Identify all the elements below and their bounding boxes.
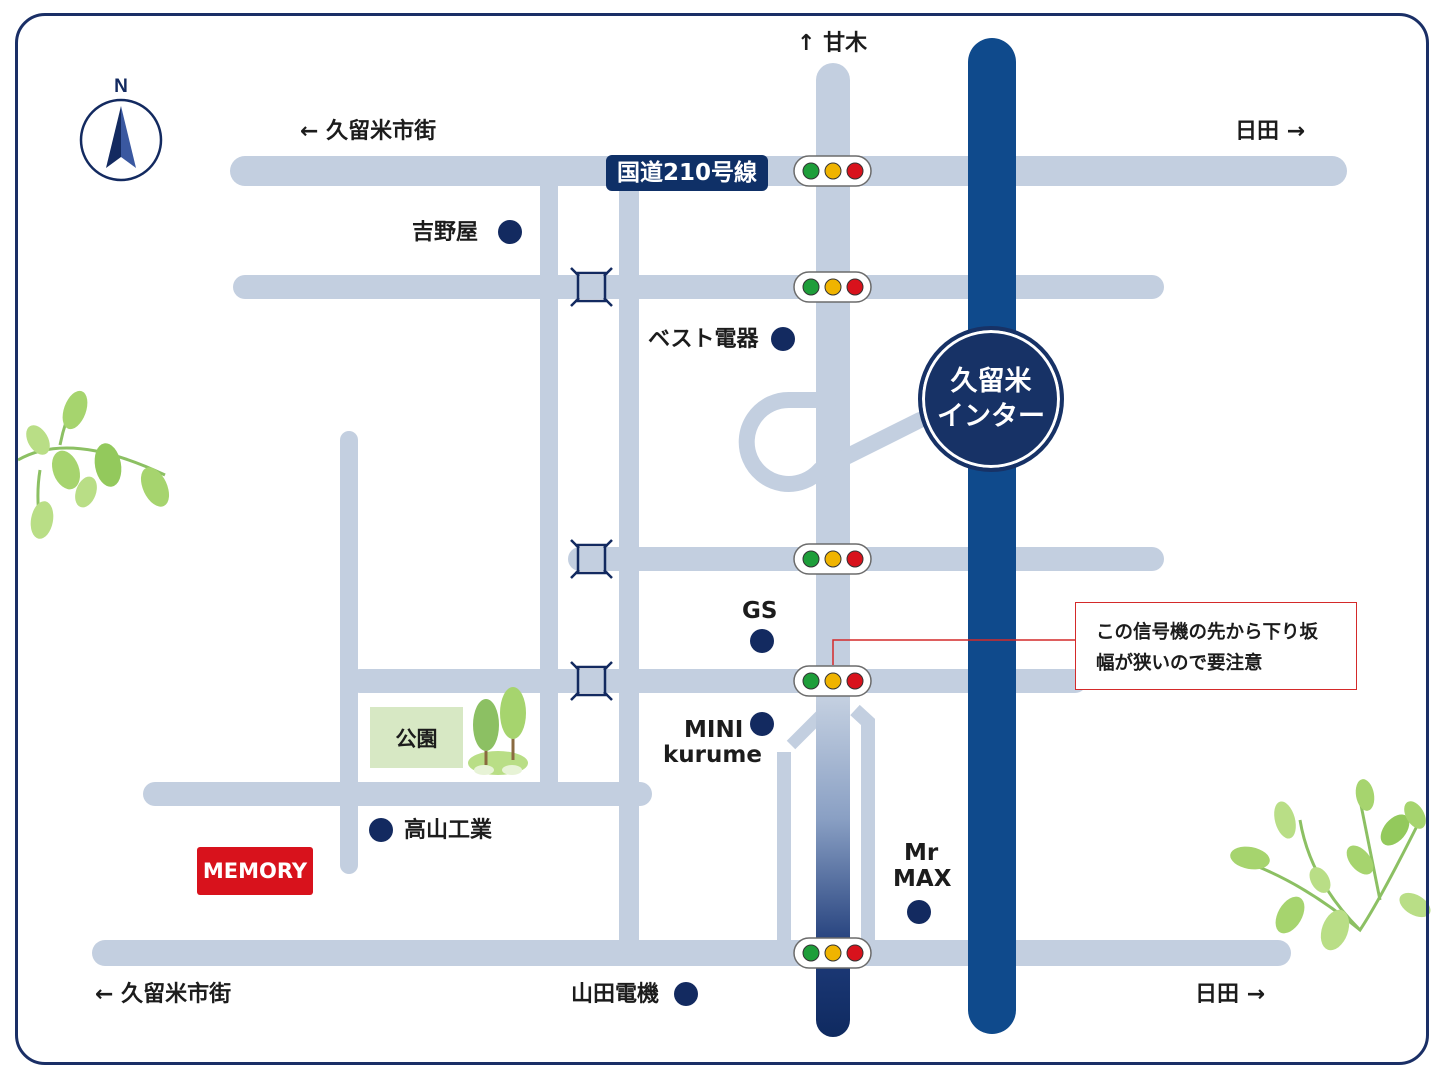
landmark-takayama: 高山工業	[404, 818, 493, 843]
traffic-light-icon	[793, 271, 872, 303]
landmark-yoshinoya: 吉野屋	[412, 220, 479, 245]
landmark-mr-max-2: MAX	[893, 866, 952, 892]
traffic-lights	[793, 155, 872, 969]
landmark-dots	[369, 220, 931, 1006]
slope-road	[777, 700, 875, 1037]
landmark-dot-icon	[907, 900, 931, 924]
landmark-mr-max-1: Mr	[904, 840, 939, 866]
landmark-dot-icon	[498, 220, 522, 244]
callout-line1: この信号機の先から下り坂	[1096, 622, 1319, 643]
landmark-dot-icon	[771, 327, 795, 351]
traffic-light-icon	[793, 155, 872, 187]
railroad-crossing-icon	[570, 539, 613, 579]
traffic-light-icon	[793, 665, 872, 697]
railroad-crossing-icon	[570, 661, 613, 701]
direction-north: ↑ 甘木	[797, 31, 868, 56]
direction-east-bottom: 日田 →	[1195, 982, 1266, 1007]
landmark-dot-icon	[750, 629, 774, 653]
landmark-dot-icon	[369, 818, 393, 842]
local-roads	[92, 63, 1347, 966]
compass-north-icon: N	[79, 76, 163, 182]
traffic-light-icon	[793, 543, 872, 575]
railroad-crossing-icon	[570, 267, 613, 307]
direction-west-bottom: ← 久留米市街	[95, 982, 232, 1007]
landmark-mini-kurume-1: MINI	[684, 717, 744, 743]
direction-west-top: ← 久留米市街	[300, 119, 437, 144]
compass-letter: N	[114, 76, 128, 97]
traffic-light-icon	[793, 937, 872, 969]
interchange-line2: インター	[937, 401, 1045, 432]
destination-memory[interactable]: MEMORY	[197, 847, 313, 895]
leaf-branch-icon	[17, 390, 170, 539]
leaf-branch-icon	[1230, 779, 1431, 951]
interchange-line1: 久留米	[950, 365, 1032, 397]
callout-leader	[832, 639, 1076, 665]
interchange-marker: 久留米 インター	[918, 326, 1064, 472]
landmark-yamada: 山田電機	[571, 982, 660, 1007]
tree-icon	[468, 687, 528, 775]
landmark-dot-icon	[750, 712, 774, 736]
landmark-dot-icon	[674, 982, 698, 1006]
callout-line2: 幅が狭いので要注意	[1096, 653, 1263, 674]
park-area: 公園	[370, 707, 463, 768]
landmark-gs: GS	[742, 598, 778, 624]
route-label: 国道210号線	[606, 155, 768, 191]
direction-east-top: 日田 →	[1235, 119, 1306, 144]
landmark-best-denki: ベスト電器	[648, 327, 759, 352]
caution-callout: この信号機の先から下り坂 幅が狭いので要注意	[1075, 602, 1357, 690]
landmark-mini-kurume-2: kurume	[663, 742, 762, 768]
